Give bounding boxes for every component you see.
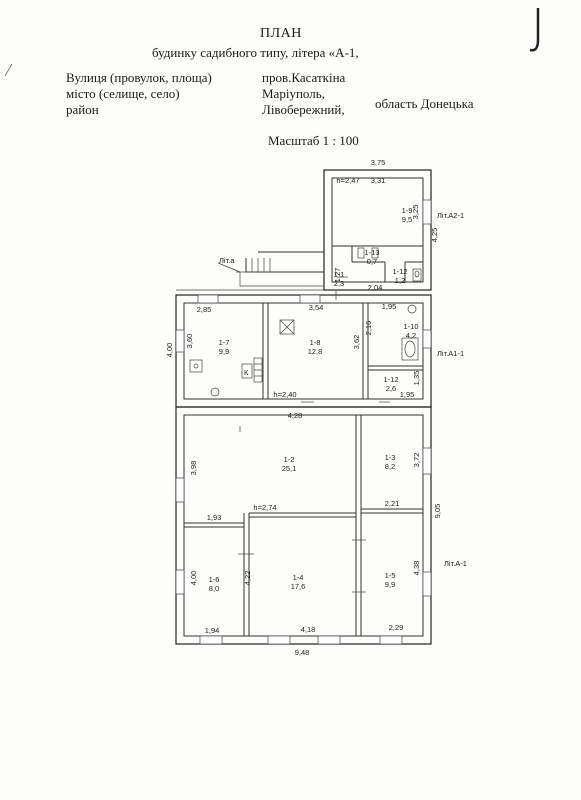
room-area: 2,3 <box>334 279 344 288</box>
dimension-label: 4,38 <box>412 561 421 576</box>
door-marks <box>238 276 390 593</box>
district-value: Лівобережний, <box>262 102 345 117</box>
ceiling-height-label: h=2,74 <box>253 503 276 512</box>
room-id: 1-2 <box>284 455 295 464</box>
stove-label: К <box>244 368 249 377</box>
lit-a-label: Літ.А-1 <box>444 559 467 568</box>
lit-a1-label: Літ.А1-1 <box>437 349 464 358</box>
dimension-label: 3,72 <box>412 453 421 468</box>
city-value: Маріуполь, <box>262 86 325 101</box>
dimension-label: 2,29 <box>389 623 404 632</box>
dimension-label: 1,93 <box>207 513 222 522</box>
wall-a-main-inner <box>183 414 424 637</box>
room-id: 1-12 <box>383 375 398 384</box>
dimension-label: 3,62 <box>352 335 361 350</box>
dimension-labels: 3,75 3,31 3,25 4,25 1,27 2,04 3,54 1,95 2,85 3,60… <box>165 158 442 657</box>
room-id: 1-1 <box>334 270 345 279</box>
wall-a-main <box>175 406 432 645</box>
windows <box>175 199 432 645</box>
room-area: 8,2 <box>385 462 395 471</box>
room-id: 1-4 <box>293 573 304 582</box>
lit-a-porch-label: Літ.а <box>219 256 235 265</box>
room-area: 17,6 <box>291 582 306 591</box>
city-label: місто (селище, село) <box>66 86 180 101</box>
dimension-label: 4,22 <box>243 571 252 586</box>
dimension-label: 3,54 <box>309 303 324 312</box>
dimension-label: 1,95 <box>400 390 415 399</box>
dimension-label: 3,60 <box>185 334 194 349</box>
dimension-label: 9,48 <box>295 648 310 657</box>
dimension-label: 4,28 <box>288 411 303 420</box>
dimension-label: 2,21 <box>385 499 400 508</box>
dimension-label: 3,31 <box>371 176 386 185</box>
room-id: 1-8 <box>310 338 321 347</box>
room-id: 1-6 <box>209 575 220 584</box>
room-id: 1-7 <box>219 338 230 347</box>
plan-title: ПЛАН <box>260 26 302 41</box>
dimension-label: 1,27 <box>333 268 342 283</box>
dimension-label: 2,16 <box>364 321 373 336</box>
region-value: область Донецька <box>375 96 474 111</box>
room-area: 4,2 <box>406 331 416 340</box>
dimension-label: 3,75 <box>371 158 386 167</box>
dimension-label: 3,98 <box>189 461 198 476</box>
room-id: 1-5 <box>385 571 396 580</box>
dimension-label: 4,25 <box>430 228 439 243</box>
room-area: 9,9 <box>219 347 229 356</box>
lit-a2-label: Літ.А2-1 <box>437 211 464 220</box>
dimension-label: 1,94 <box>205 626 220 635</box>
room-area: 9,9 <box>385 580 395 589</box>
ceiling-height-label: h=2,40 <box>273 390 296 399</box>
room-id: 1-3 <box>385 453 396 462</box>
room-area: 25,1 <box>282 464 297 473</box>
room-id: 1-9 <box>402 206 413 215</box>
handwritten-mark <box>529 8 540 52</box>
street-value: пров.Касаткіна <box>262 70 346 85</box>
room-id: 1-10 <box>403 322 418 331</box>
entrance-porch <box>176 251 324 291</box>
room-labels: 1-12,31-225,11-38,21-417,61-59,91-68,01-… <box>209 206 419 593</box>
room-area: 2,6 <box>386 384 396 393</box>
room-area: 12,8 <box>308 347 323 356</box>
dimension-label: 4,00 <box>165 343 174 358</box>
dimension-label: 2,04 <box>368 283 383 292</box>
district-label: район <box>66 102 99 117</box>
ceiling-height-label: h=2,47 <box>336 176 359 185</box>
scale-label: Масштаб 1 : 100 <box>268 133 359 148</box>
room-area: 1,2 <box>395 276 405 285</box>
room-area: 0,7 <box>367 257 377 266</box>
room-id: 1-12 <box>392 267 407 276</box>
dimension-label: 2,85 <box>197 305 212 314</box>
room-area: 9,5 <box>402 215 412 224</box>
dimension-label: 4,18 <box>301 625 316 634</box>
dimension-label: 1,95 <box>382 302 397 311</box>
wall-annex-a2-inner <box>331 177 424 283</box>
dimension-label: 3,25 <box>411 205 420 220</box>
room-id: 1-13 <box>364 248 379 257</box>
plan-subtitle: будинку садибного типу, літера «А-1, <box>152 45 359 60</box>
street-label: Вулиця (провулок, площа) <box>66 70 212 85</box>
dimension-label: 4,00 <box>189 571 198 586</box>
dimension-label: 9,05 <box>433 504 442 519</box>
room-area: 8,0 <box>209 584 219 593</box>
fixtures <box>189 247 422 397</box>
margin-mark <box>4 63 13 77</box>
height-labels: h=2,47 h=2,40 h=2,74 <box>253 176 359 512</box>
wall-annex-a2 <box>323 169 432 291</box>
dimension-label: 1,35 <box>412 371 421 386</box>
